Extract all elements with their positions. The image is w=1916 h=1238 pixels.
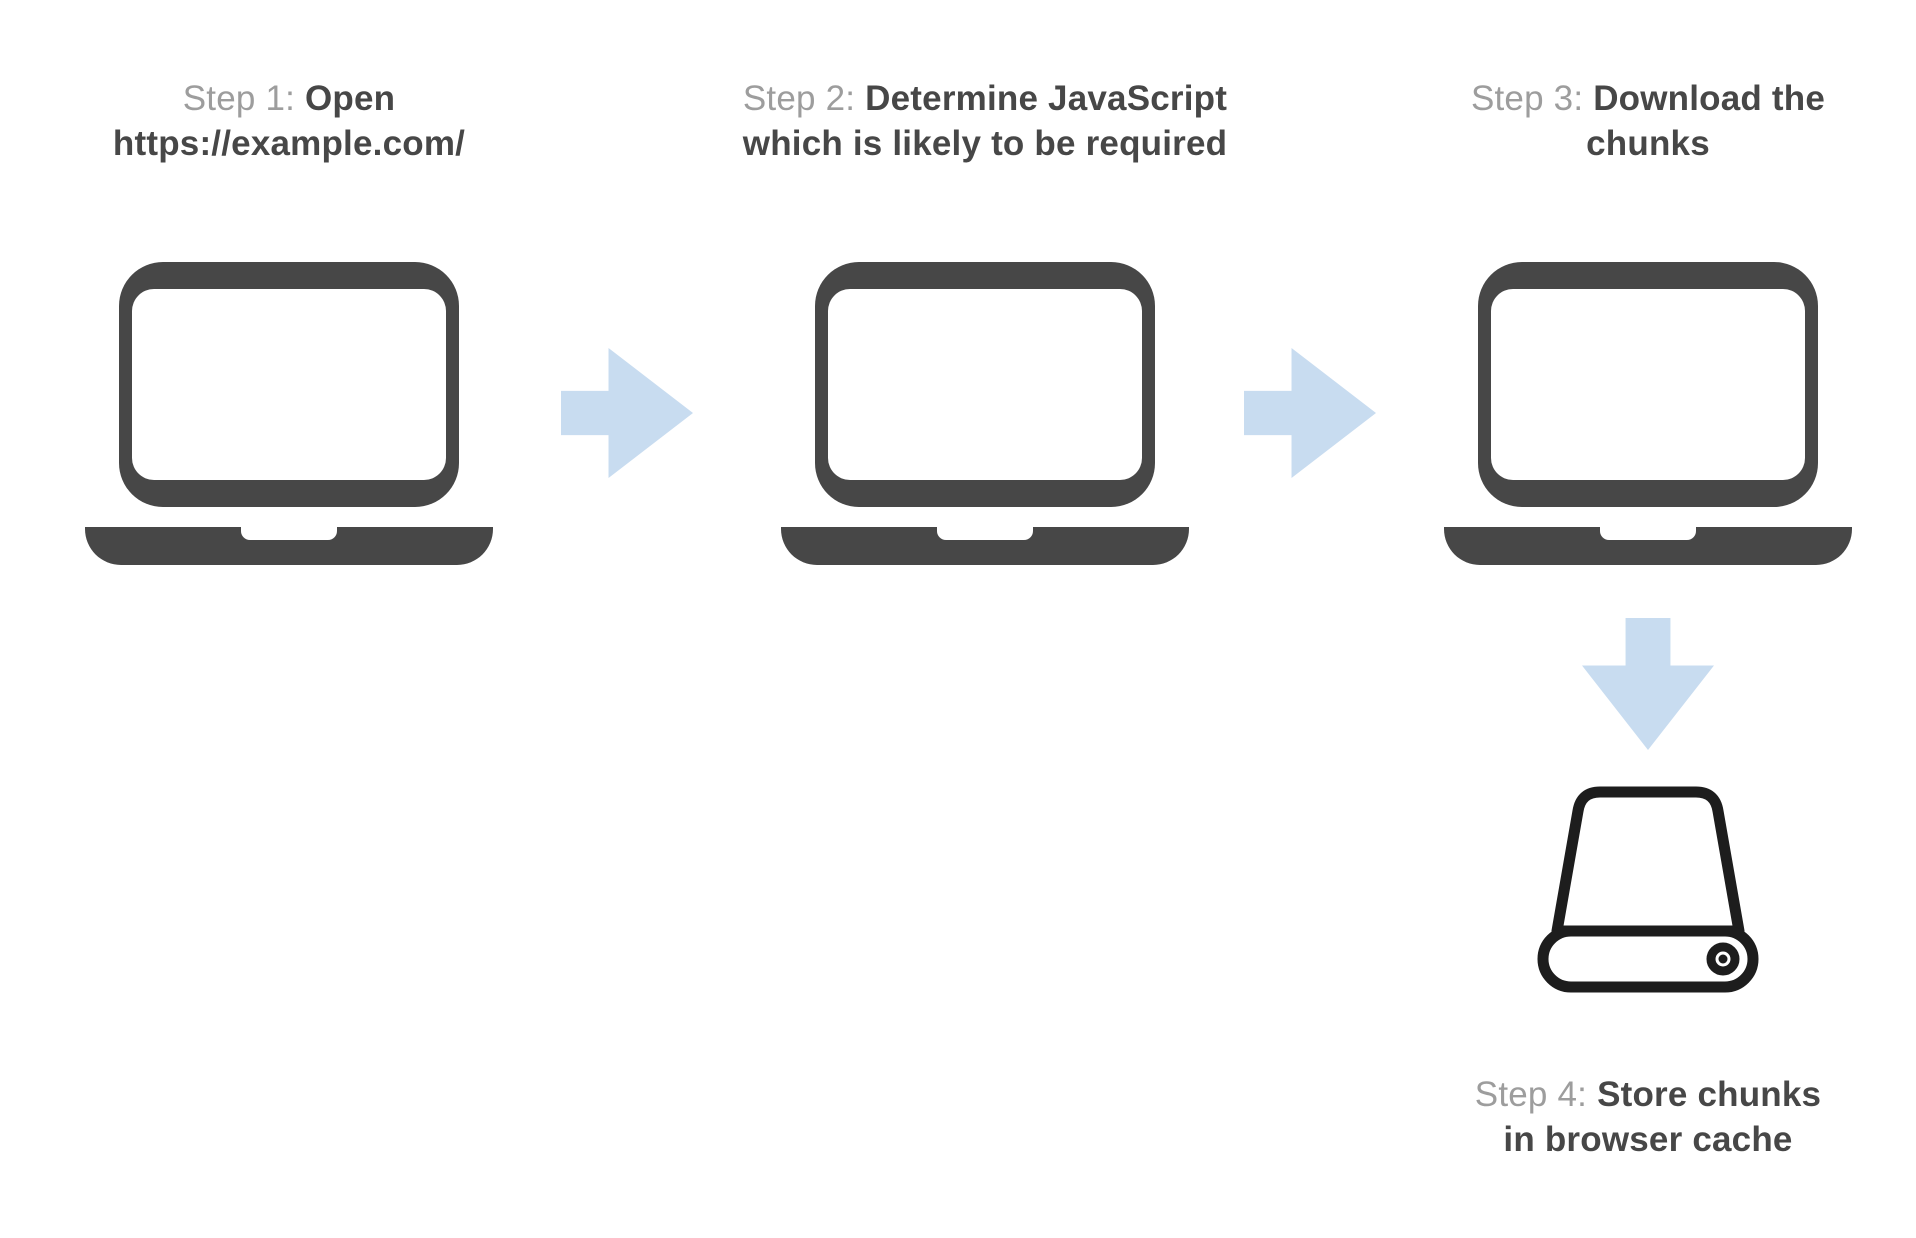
arrow-right-icon — [1244, 348, 1376, 478]
arrow-down-icon — [1582, 618, 1714, 750]
hard-drive-led-ring — [1706, 942, 1740, 976]
step-4-title-line-2: in browser cache — [1503, 1120, 1793, 1159]
laptop-screen — [815, 262, 1155, 507]
laptop-base — [1444, 527, 1852, 565]
laptop-base-notch — [937, 527, 1033, 540]
hard-drive-bar — [1537, 925, 1759, 993]
step-1-label-line-1: Step 1: Open — [69, 76, 509, 121]
laptop-base — [85, 527, 493, 565]
step-2-title-line-1: Determine JavaScript — [865, 79, 1228, 118]
laptop-display — [1491, 289, 1805, 480]
step-3-title-line-1: Download the — [1593, 79, 1826, 118]
step-4-label-line-2: in browser cache — [1428, 1117, 1868, 1162]
hard-drive-svg — [1537, 786, 1759, 993]
laptop-display — [828, 289, 1142, 480]
step-3-label: Step 3: Download the chunks — [1428, 76, 1868, 166]
laptop-icon — [781, 262, 1189, 565]
step-1-title-line-2: https://example.com/ — [112, 124, 466, 163]
laptop-base-notch — [241, 527, 337, 540]
step-4-label-line-1: Step 4: Store chunks — [1428, 1072, 1868, 1117]
step-3-title-line-2: chunks — [1586, 124, 1710, 163]
step-1-title-line-1: Open — [305, 79, 396, 118]
arrow-right-icon — [561, 348, 693, 478]
step-3-label-line-2: chunks — [1428, 121, 1868, 166]
step-2-title-line-2: which is likely to be required — [742, 124, 1228, 163]
step-3-label-line-1: Step 3: Download the — [1428, 76, 1868, 121]
laptop-screen — [119, 262, 459, 507]
step-2-label-line-1: Step 2: Determine JavaScript — [675, 76, 1295, 121]
step-2-label-line-2: which is likely to be required — [675, 121, 1295, 166]
step-1-label-line-2: https://example.com/ — [69, 121, 509, 166]
laptop-screen — [1478, 262, 1818, 507]
step-2-label: Step 2: Determine JavaScript which is li… — [675, 76, 1295, 166]
laptop-icon — [1444, 262, 1852, 565]
step-2-prefix: Step 2: — [742, 79, 856, 118]
step-1-prefix: Step 1: — [182, 79, 296, 118]
step-4-label: Step 4: Store chunks in browser cache — [1428, 1072, 1868, 1162]
step-4-title-line-1: Store chunks — [1597, 1075, 1822, 1114]
step-4-prefix: Step 4: — [1474, 1075, 1588, 1114]
hard-drive-body — [1551, 786, 1745, 937]
laptop-display — [132, 289, 446, 480]
laptop-base — [781, 527, 1189, 565]
laptop-icon — [85, 262, 493, 565]
hard-drive-led-dot — [1718, 954, 1728, 964]
step-3-prefix: Step 3: — [1470, 79, 1584, 118]
hard-drive-icon — [1536, 786, 1760, 1003]
step-1-label: Step 1: Open https://example.com/ — [69, 76, 509, 166]
laptop-base-notch — [1600, 527, 1696, 540]
